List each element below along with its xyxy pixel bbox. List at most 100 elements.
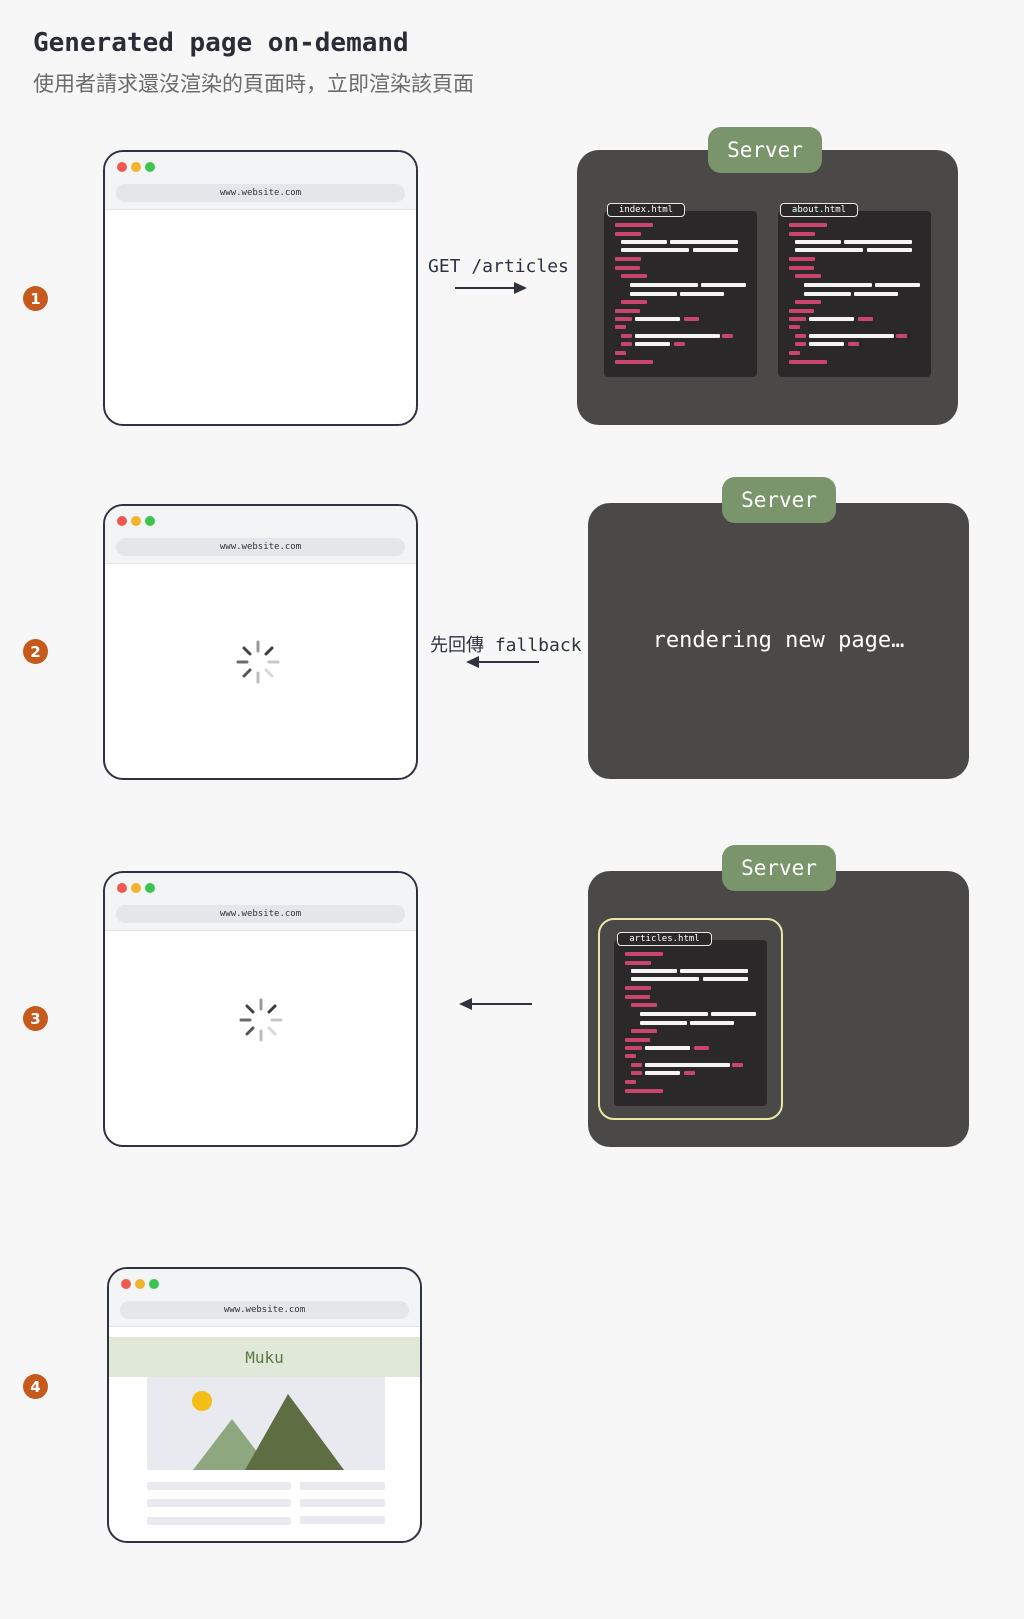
new-file-highlight [598, 918, 783, 1120]
step-badge-4: 4 [23, 1374, 48, 1399]
code-line [867, 248, 912, 252]
code-line [630, 283, 698, 287]
request-label: GET /articles [428, 256, 569, 277]
minimize-dot-icon [131, 162, 141, 172]
arrow-left-icon [466, 656, 539, 668]
code-line [631, 1029, 657, 1033]
close-dot-icon [121, 1279, 131, 1289]
code-line [680, 292, 724, 296]
code-line [645, 1046, 690, 1050]
code-line [635, 334, 720, 338]
code-line [631, 977, 699, 981]
code-line [674, 342, 685, 346]
text-placeholder-line [147, 1517, 291, 1525]
code-line [635, 317, 680, 321]
browser-chrome: www.website.com [109, 1269, 420, 1327]
code-line [722, 334, 733, 338]
text-placeholder-line [147, 1482, 291, 1490]
code-line [804, 292, 851, 296]
code-line [703, 977, 748, 981]
code-line [621, 342, 632, 346]
code-line [615, 351, 626, 355]
server-label-step-2: Server [722, 477, 836, 523]
loading-spinner-icon [239, 998, 283, 1042]
code-line [795, 300, 821, 304]
code-line [684, 317, 699, 321]
file-tab-about: about.html [780, 203, 858, 217]
file-tab-index: index.html [607, 203, 685, 217]
browser-chrome: www.website.com [105, 873, 416, 931]
code-line [711, 1012, 756, 1016]
image-placeholder-icon [147, 1377, 385, 1470]
server-box-step-1: index.html about.html [577, 150, 958, 425]
text-placeholder-line [300, 1499, 385, 1507]
code-line [615, 257, 641, 261]
response-label: 先回傳 fallback [430, 635, 582, 656]
address-bar[interactable]: www.website.com [116, 538, 405, 556]
code-line [789, 325, 800, 329]
code-line [701, 283, 746, 287]
code-line [844, 240, 912, 244]
code-line [804, 283, 872, 287]
minimize-dot-icon [131, 883, 141, 893]
code-line [670, 240, 738, 244]
code-line [635, 342, 670, 346]
code-line [625, 1046, 642, 1050]
code-line [615, 325, 626, 329]
address-bar[interactable]: www.website.com [116, 184, 405, 202]
server-box-step-3: articles.html [588, 871, 969, 1147]
code-line [631, 969, 677, 973]
code-line [631, 1063, 642, 1067]
maximize-dot-icon [145, 516, 155, 526]
code-line [789, 351, 800, 355]
code-line [789, 266, 814, 270]
step-badge-3: 3 [23, 1006, 48, 1031]
browser-window-step-1: www.website.com [103, 150, 418, 426]
code-line [694, 1046, 709, 1050]
code-line [625, 1080, 636, 1084]
code-line [615, 232, 641, 236]
code-line [684, 1071, 695, 1075]
code-line [680, 969, 748, 973]
file-window-articles [614, 940, 767, 1106]
code-line [645, 1071, 680, 1075]
code-line [789, 309, 814, 313]
file-window-about [778, 211, 931, 377]
code-line [615, 266, 640, 270]
close-dot-icon [117, 162, 127, 172]
server-box-step-2 [588, 503, 969, 779]
site-header: Muku [109, 1337, 420, 1377]
code-line [625, 1089, 663, 1093]
code-line [631, 1071, 642, 1075]
maximize-dot-icon [145, 883, 155, 893]
code-line [690, 1021, 734, 1025]
code-line [795, 240, 841, 244]
code-line [795, 342, 806, 346]
minimize-dot-icon [131, 516, 141, 526]
file-window-index [604, 211, 757, 377]
text-placeholder-line [300, 1482, 385, 1490]
code-line [615, 309, 640, 313]
close-dot-icon [117, 516, 127, 526]
step-badge-2: 2 [23, 639, 48, 664]
code-line [621, 334, 632, 338]
code-line [693, 248, 738, 252]
code-line [625, 1038, 650, 1042]
code-line [615, 223, 653, 227]
step-badge-1: 1 [23, 286, 48, 311]
code-line [621, 300, 647, 304]
code-line [789, 223, 827, 227]
code-line [732, 1063, 743, 1067]
address-bar[interactable]: www.website.com [120, 1301, 409, 1319]
code-line [795, 274, 821, 278]
code-line [625, 952, 663, 956]
arrow-right-icon [455, 282, 527, 294]
code-line [789, 360, 827, 364]
code-line [640, 1021, 687, 1025]
server-label-step-1: Server [708, 127, 822, 173]
browser-window-step-4: www.website.com Muku [107, 1267, 422, 1543]
loading-spinner-icon [236, 640, 280, 684]
code-line [625, 1054, 636, 1058]
address-bar[interactable]: www.website.com [116, 905, 405, 923]
code-line [854, 292, 898, 296]
